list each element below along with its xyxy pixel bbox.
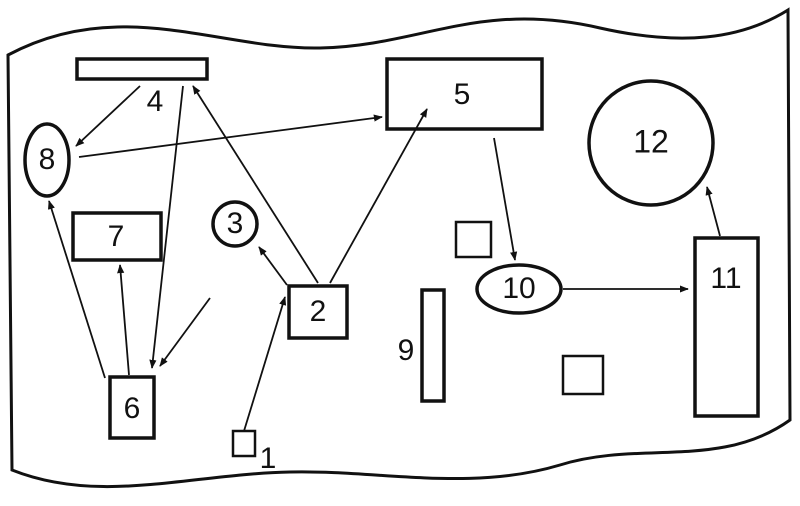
edge-2-to-3 xyxy=(258,246,288,286)
node-5-box xyxy=(385,57,544,131)
node-7-box xyxy=(71,211,163,262)
node-label-7: 7 xyxy=(108,220,125,253)
node-label-2: 2 xyxy=(310,295,327,328)
node-10-ellipse xyxy=(475,263,563,315)
node-label-6: 6 xyxy=(124,392,141,425)
node-9-box xyxy=(420,288,446,403)
edge-6-to-7 xyxy=(117,264,130,376)
edge-11-to-12 xyxy=(705,186,721,237)
edge-2-to-5 xyxy=(329,108,428,284)
node-11-box xyxy=(693,236,760,418)
node-3-circle xyxy=(211,200,259,248)
edge-5-to-10 xyxy=(493,137,518,261)
edge-4-to-8 xyxy=(75,85,141,147)
node-6-box xyxy=(108,375,156,440)
unlabeled-square-top xyxy=(454,220,493,259)
edge-6-to-8 xyxy=(48,200,106,379)
node-12-circle xyxy=(587,79,715,207)
node-label-10: 10 xyxy=(502,272,535,305)
node-label-11: 11 xyxy=(710,262,741,295)
edge-free-to-6 xyxy=(159,297,211,367)
node-label-5: 5 xyxy=(454,78,471,111)
node-4-box xyxy=(75,57,209,81)
edge-4-to-6 xyxy=(149,85,184,369)
edge-8-to-5 xyxy=(78,114,383,158)
edge-2-to-4 xyxy=(192,85,319,284)
node-label-9: 9 xyxy=(398,334,415,367)
node-label-3: 3 xyxy=(227,207,244,240)
node-label-4: 4 xyxy=(147,85,164,118)
edge-1-to-2 xyxy=(243,296,287,432)
node-1-box xyxy=(231,429,257,458)
node-2-box xyxy=(287,284,349,340)
node-label-8: 8 xyxy=(39,143,56,176)
unlabeled-square-bottom xyxy=(561,354,605,396)
node-8-ellipse xyxy=(23,122,71,198)
node-label-12: 12 xyxy=(633,123,669,159)
node-label-1: 1 xyxy=(260,442,277,475)
